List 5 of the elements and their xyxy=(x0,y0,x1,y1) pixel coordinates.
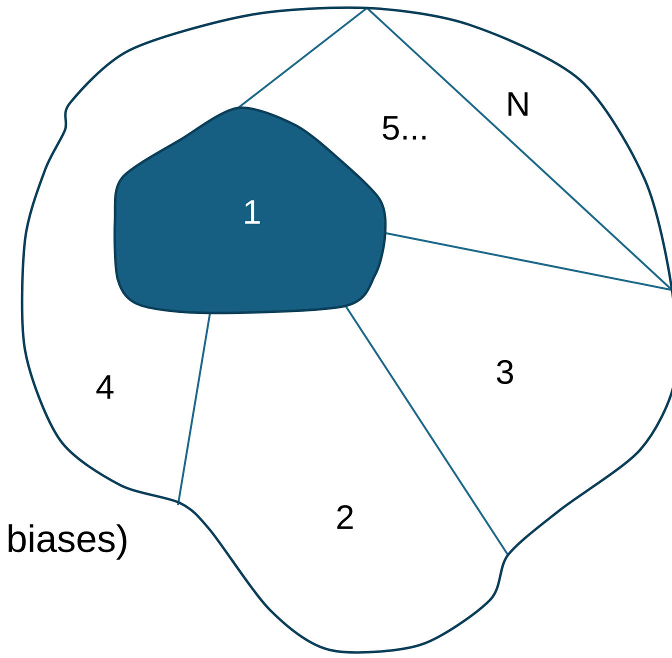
text-fragment: biases) xyxy=(8,524,126,560)
region-label: N xyxy=(508,92,528,116)
region-label: 4 xyxy=(96,375,114,399)
region-label: 2 xyxy=(337,505,353,529)
region-label: 3 xyxy=(496,360,513,384)
